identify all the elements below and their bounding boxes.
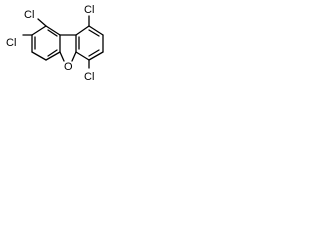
atom-label-cl-bottom-right: Cl — [84, 71, 94, 83]
atom-label-cl-top-left: Cl — [24, 9, 34, 21]
bond-lines — [22, 15, 104, 69]
atom-label-cl-top-right: Cl — [84, 4, 94, 16]
structure-canvas: Cl Cl Cl O Cl — [0, 0, 133, 88]
atom-label-cl-mid-left: Cl — [6, 37, 16, 49]
dibenzofuran-structure: Cl Cl Cl O Cl — [6, 4, 104, 83]
atom-label-oxygen: O — [64, 61, 73, 73]
